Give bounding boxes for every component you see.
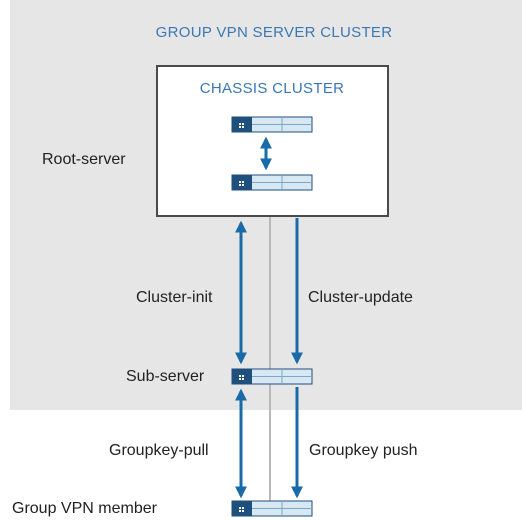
groupkey-pull-label: Groupkey-pull [109,442,209,459]
cluster-init-label: Cluster-init [136,289,213,306]
chassis-cluster-title: CHASSIS CLUSTER [200,80,345,97]
chassis-cluster-box [156,65,389,217]
cluster-title: GROUP VPN SERVER CLUSTER [156,24,393,41]
root-server-label: Root-server [42,151,126,168]
group-vpn-member-label: Group VPN member [12,500,158,517]
cluster-update-label: Cluster-update [308,289,413,306]
groupkey-push-label: Groupkey push [309,442,418,459]
sub-server-label: Sub-server [126,368,205,385]
group-vpn-member-device [231,500,313,517]
chassis-server-device-1 [231,116,313,133]
sub-server-device [231,368,313,385]
chassis-server-device-2 [231,174,313,191]
